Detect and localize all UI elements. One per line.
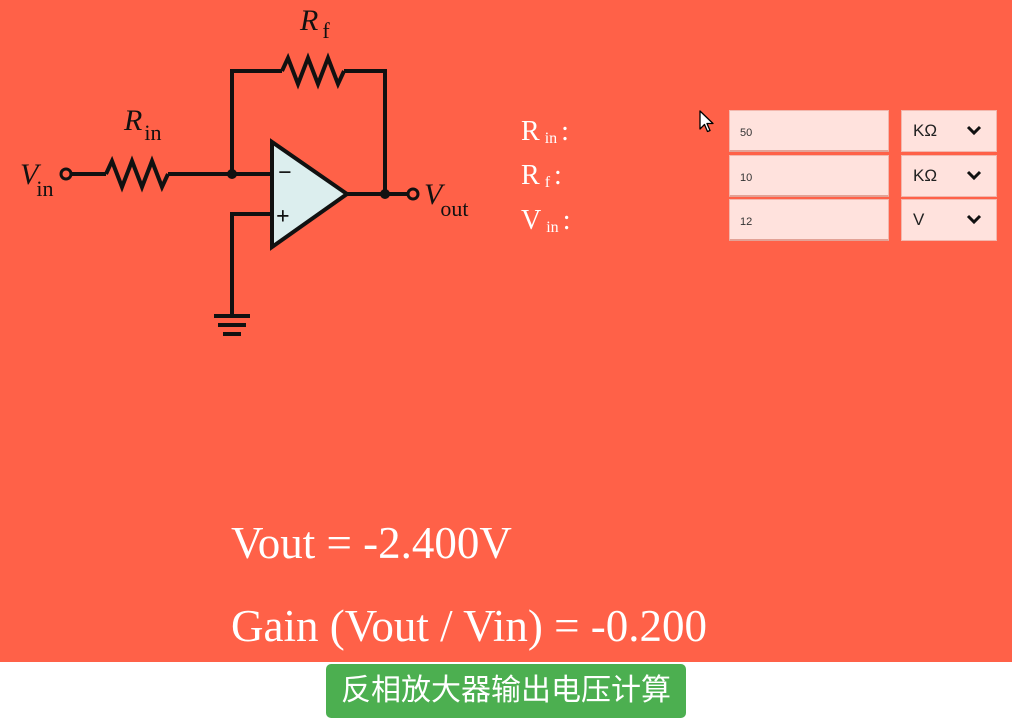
ground-icon (214, 314, 250, 336)
ground-wire (230, 212, 272, 316)
results-section: Vout = -2.400V Gain (Vout / Vin) = -0.20… (0, 500, 1012, 660)
rin-label: Rin (123, 104, 161, 145)
rin-unit-value: KΩ (913, 121, 938, 140)
output-node (380, 189, 390, 199)
rf-resistor (280, 52, 346, 90)
parameter-panel: Rin: KΩ Rf: KΩ Vin: V (0, 0, 1012, 260)
calculator-app: − + Rf Rin Vin Vout Rin: KΩ (0, 0, 1012, 662)
vin-unit-value: V (913, 210, 925, 229)
feedback-wire (230, 69, 282, 174)
gain-result: Gain (Vout / Vin) = -0.200 (231, 601, 707, 651)
rin-resistor (104, 155, 170, 193)
chevron-down-icon (966, 214, 982, 225)
rf-unit-value: KΩ (913, 166, 938, 185)
mouse-cursor-icon (699, 110, 714, 133)
rf-input[interactable] (729, 155, 889, 197)
minus-sign: − (278, 160, 292, 186)
feedback-wire-right (344, 69, 387, 194)
rf-unit-select[interactable]: KΩ (901, 155, 997, 197)
chevron-down-icon (966, 125, 982, 136)
vout-terminal (406, 187, 420, 201)
op-amp-triangle (270, 138, 351, 251)
vout-result: Vout = -2.400V (231, 518, 512, 568)
vout-label: Vout (424, 178, 468, 221)
junction-node (227, 169, 237, 179)
chevron-down-icon (966, 170, 982, 181)
vin-label: Vin (20, 158, 53, 201)
video-caption: 反相放大器输出电压计算 (326, 664, 686, 718)
vin-unit-select[interactable]: V (901, 199, 997, 241)
vin-input[interactable] (729, 199, 889, 241)
rin-input[interactable] (729, 110, 889, 152)
rin-unit-select[interactable]: KΩ (901, 110, 997, 152)
plus-sign: + (276, 204, 290, 230)
